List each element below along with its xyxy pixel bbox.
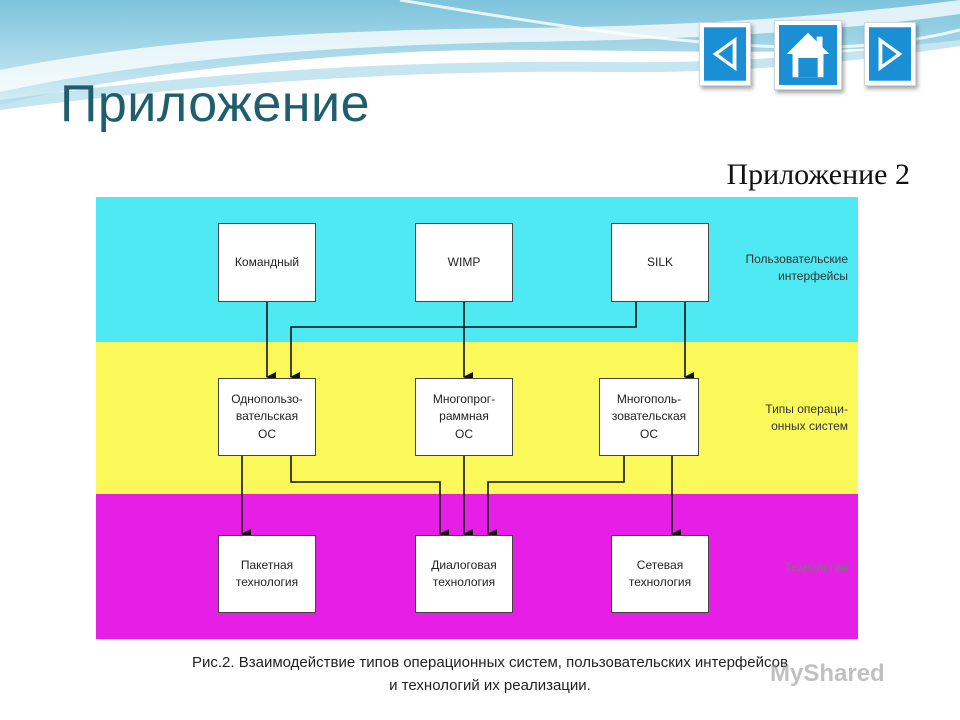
band-label-os-types: Типы операци- онных систем <box>765 402 848 434</box>
house-icon <box>779 25 837 85</box>
node-multi-program-os: Многопрог- раммная ОС <box>415 378 513 456</box>
home-button[interactable] <box>774 20 842 90</box>
node-wimp-interface: WIMP <box>415 223 513 302</box>
triangle-left-icon <box>704 27 746 81</box>
band-label-user-interfaces: Пользовательские интерфейсы <box>745 252 849 284</box>
band-label-technologies: Технологии <box>784 560 848 574</box>
node-batch-technology: Пакетная технология <box>218 535 316 613</box>
node-network-technology: Сетевая технология <box>611 535 709 613</box>
next-slide-button[interactable] <box>864 22 916 86</box>
appendix-label: Приложение 2 <box>726 158 910 191</box>
previous-slide-button[interactable] <box>699 22 751 86</box>
interaction-diagram: Пользовательские интерфейсы Типы операци… <box>96 197 858 639</box>
node-command-interface: Командный <box>218 223 316 302</box>
triangle-right-icon <box>869 27 911 81</box>
node-single-user-os: Однопользо- вательская ОС <box>218 378 316 456</box>
node-dialog-technology: Диалоговая технология <box>415 535 513 613</box>
node-silk-interface: SILK <box>611 223 709 302</box>
caption-line-1: Рис.2. Взаимодействие типов операционных… <box>192 654 788 671</box>
slide-title: Приложение <box>60 75 370 133</box>
caption-line-2: и технологий их реализации. <box>389 676 591 694</box>
node-multi-user-os: Многополь- зовательская ОС <box>599 378 699 456</box>
figure-caption: Рис.2. Взаимодействие типов операционных… <box>60 652 920 697</box>
watermark: MyShared <box>770 660 885 687</box>
